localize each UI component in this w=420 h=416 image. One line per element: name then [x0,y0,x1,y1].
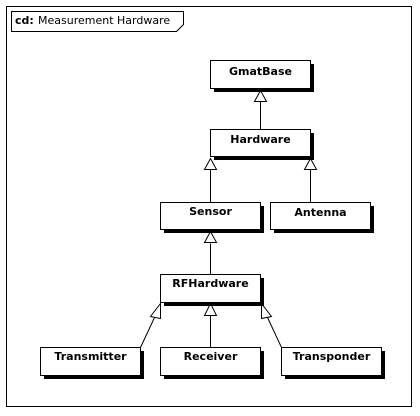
class-transponder: Transponder [281,347,385,379]
frame-title: Measurement Hardware [38,14,170,27]
class-name: GmatBase [229,65,292,78]
class-transmitter: Transmitter [40,347,144,379]
generalization-arrow-icon [253,89,268,102]
frame-title-tab [11,11,184,32]
class-name: Antenna [294,206,346,219]
class-antenna: Antenna [270,202,374,233]
arrowheads [149,89,318,320]
class-name: Hardware [230,133,290,146]
class-sensor: Sensor [160,202,264,233]
generalization-arrow-icon [149,302,161,320]
class-name: Sensor [189,205,232,218]
class-name: RFHardware [172,277,248,290]
frame-title-prefix: cd: [15,14,34,27]
diagram-frame [6,6,412,407]
class-name: Receiver [184,350,238,363]
edge-transponder-rfhardware [267,317,282,348]
edge-transmitter-rfhardware [140,317,155,348]
generalization-arrow-icon [203,230,218,243]
class-name: Transponder [293,350,371,363]
class-gmatbase: GmatBase [210,60,314,92]
edges [140,101,311,348]
class-hardware: Hardware [210,129,314,160]
generalization-arrow-icon [261,302,273,320]
generalization-arrow-icon [203,157,218,170]
generalization-arrow-icon [203,302,218,316]
class-rfhardware: RFHardware [160,274,264,306]
class-receiver: Receiver [160,347,264,379]
class-name: Transmitter [54,350,127,363]
generalization-arrow-icon [303,157,318,170]
